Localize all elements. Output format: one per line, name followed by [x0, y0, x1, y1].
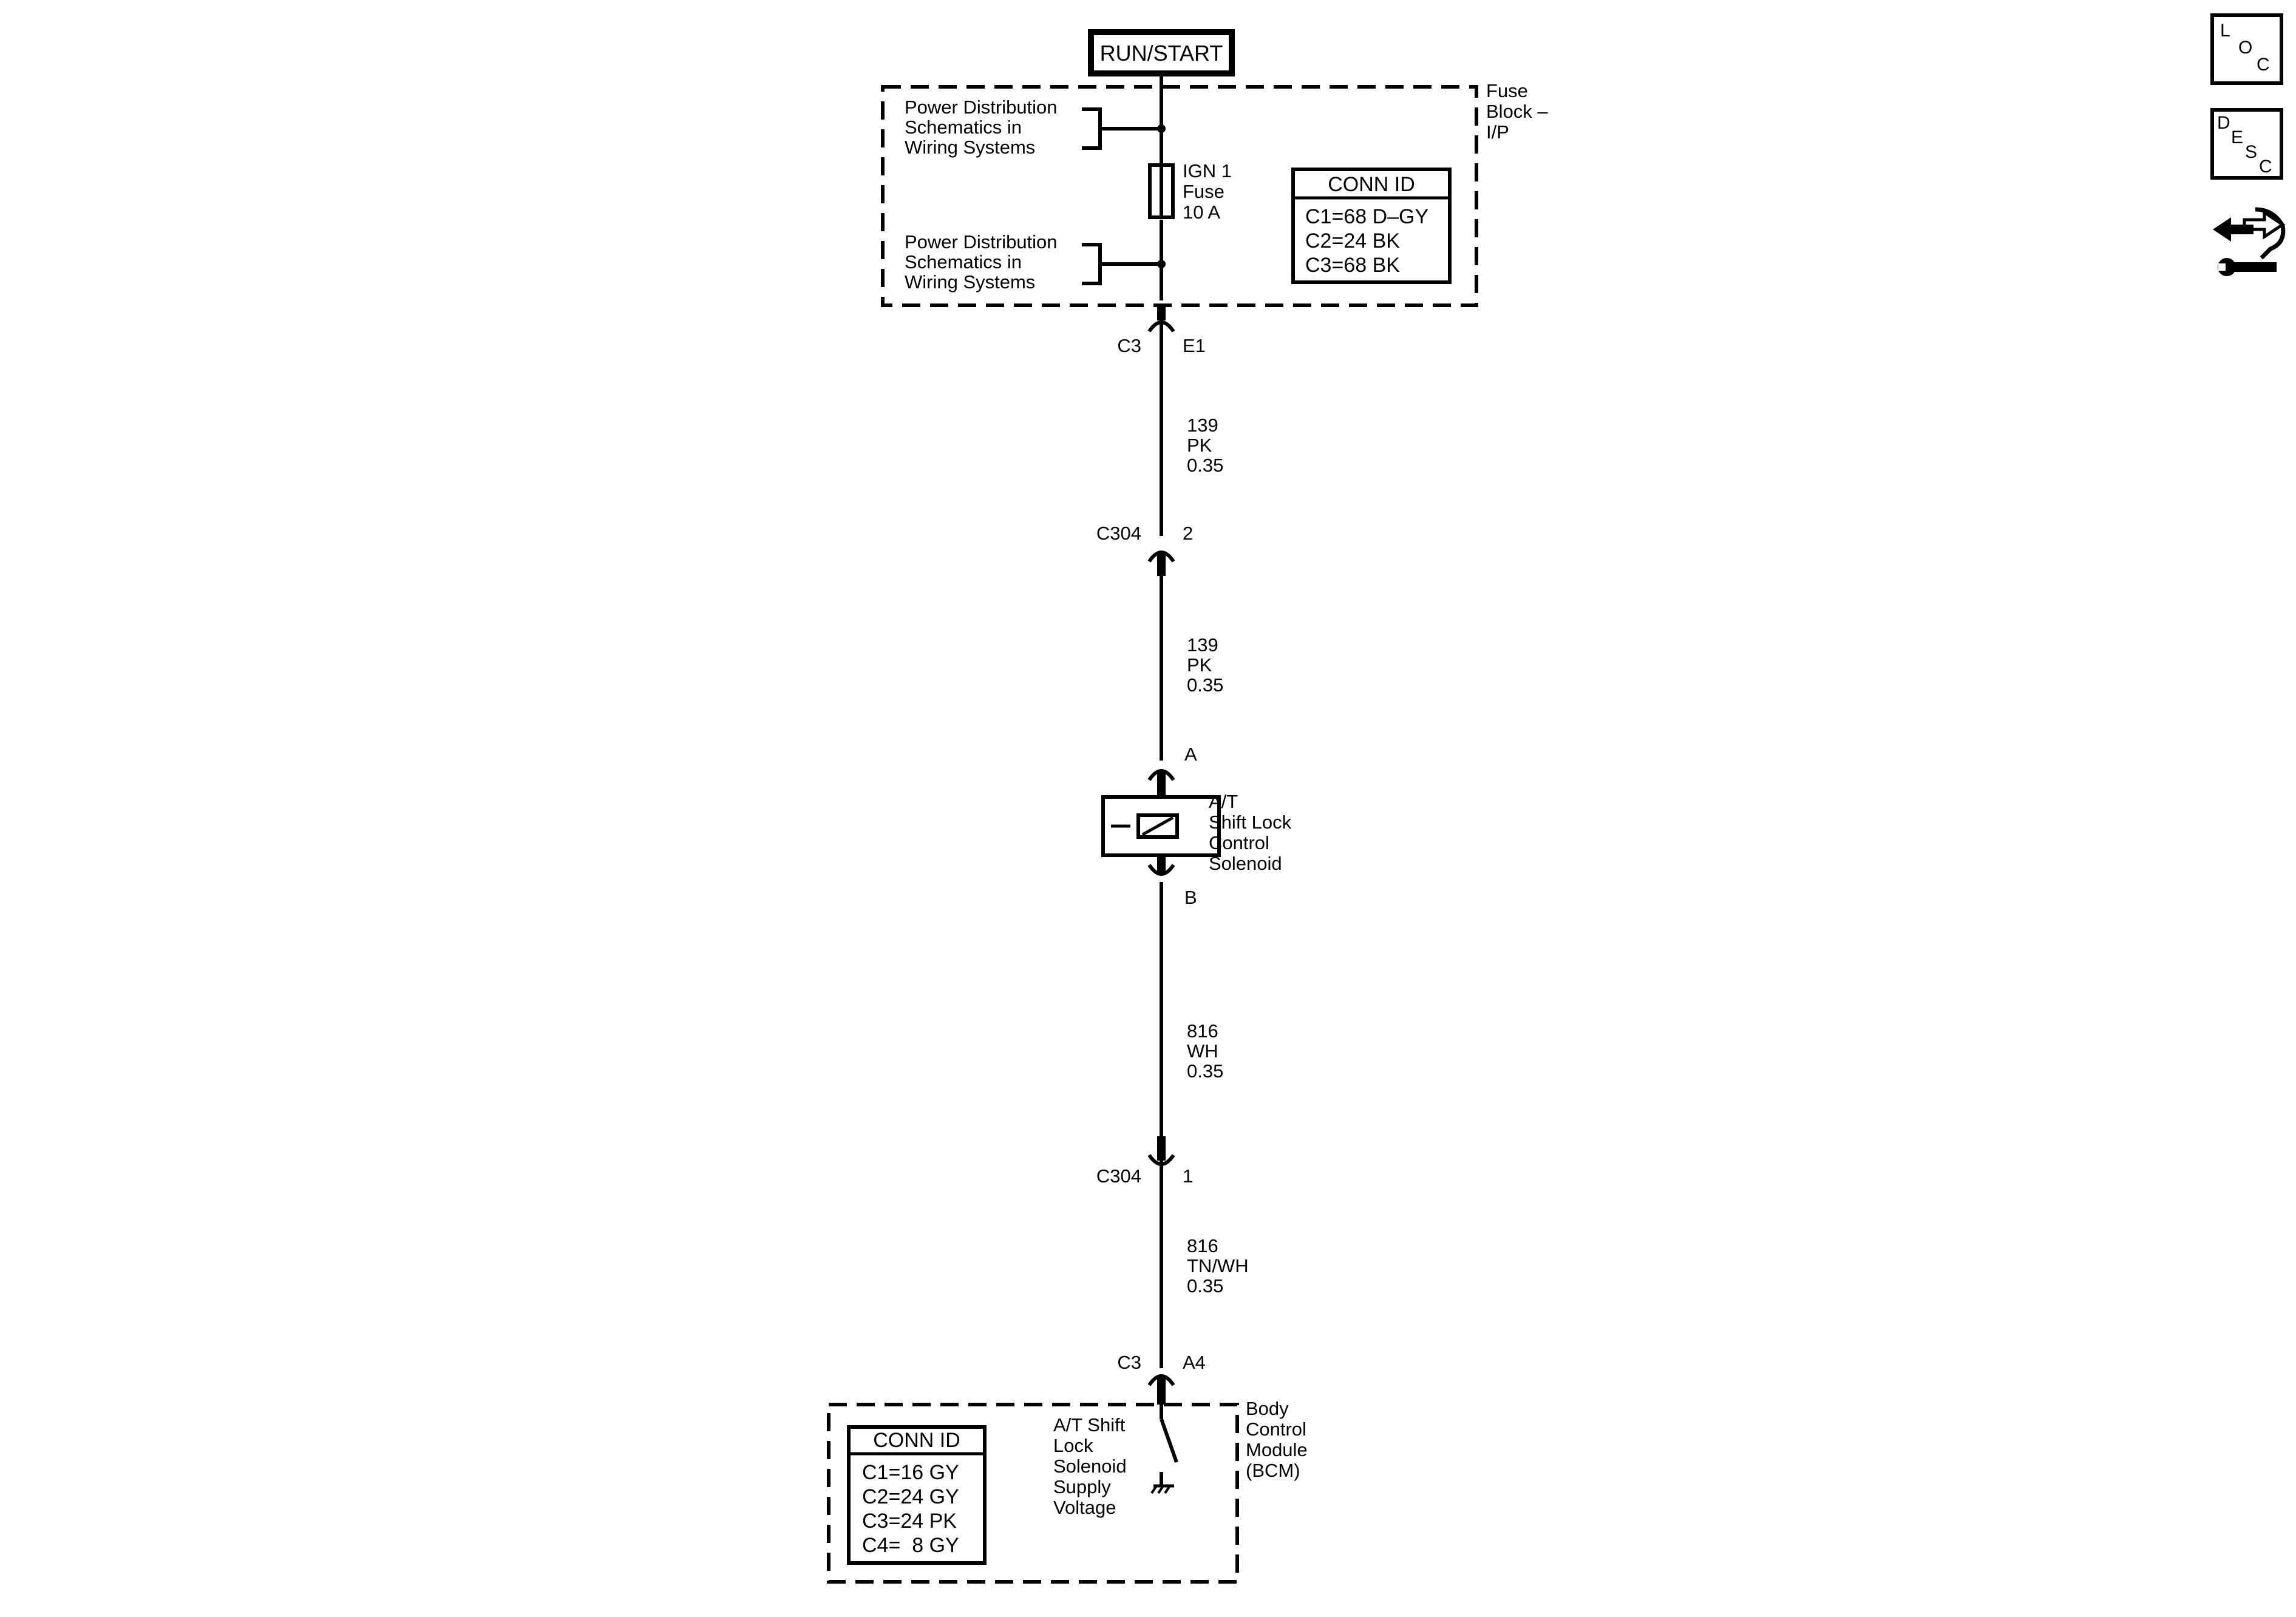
fuse-line-2: Fuse [1183, 181, 1224, 202]
run-start-label: RUN/START [1100, 41, 1223, 66]
wire-circuit: 139 [1187, 634, 1218, 656]
connector-pin: 2 [1183, 523, 1193, 544]
wire-circuit: 139 [1187, 415, 1218, 436]
connector-pin: A4 [1183, 1352, 1206, 1373]
wire-gauge: 0.35 [1187, 1060, 1223, 1082]
bcm-conn-id-row: C4= 8 GY [862, 1534, 959, 1557]
bcm-conn-id-header: CONN ID [873, 1429, 960, 1452]
desc-letter: E [2231, 127, 2243, 147]
connector-c3-e1: C3 E1 [1117, 305, 1206, 356]
bcm-title-3: Module [1246, 1439, 1308, 1460]
ref1-line-2: Schematics in [905, 117, 1022, 138]
wire-color: WH [1187, 1040, 1218, 1062]
fuse-block: Fuse Block – I/P Power Distribution Sche… [881, 80, 1548, 307]
solenoid-label-3: Control [1209, 832, 1269, 853]
desc-button[interactable]: D E S C [2210, 108, 2283, 180]
wire-color: PK [1187, 435, 1212, 456]
bcm-title-4: (BCM) [1246, 1460, 1300, 1481]
ign1-fuse: IGN 1 Fuse 10 A [1148, 160, 1232, 223]
connector-c3-a4: C3 A4 [1117, 1352, 1206, 1405]
ref2-line-3: Wiring Systems [905, 271, 1035, 293]
loc-button[interactable]: L O C [2210, 13, 2283, 85]
shift-lock-solenoid: A B A/T Shift Lock Control Solenoid [1101, 744, 1292, 908]
wire-gauge: 0.35 [1187, 455, 1223, 476]
wire-circuit: 816 [1187, 1235, 1218, 1256]
wire-color: PK [1187, 654, 1212, 676]
connector-name: C3 [1117, 1352, 1141, 1373]
loc-letter: L [2220, 21, 2230, 41]
fuse-line-1: IGN 1 [1183, 160, 1232, 181]
bcm-conn-id-row: C1=16 GY [862, 1461, 959, 1484]
bcm-input-label-4: Supply [1053, 1476, 1111, 1497]
connector-name: C304 [1096, 1165, 1141, 1187]
fuse-line-3: 10 A [1183, 202, 1220, 223]
wire-gauge: 0.35 [1187, 1275, 1223, 1297]
fuse-block-title-3: I/P [1486, 121, 1509, 143]
bcm-conn-id-row: C2=24 GY [862, 1485, 959, 1508]
bcm-input-label-3: Solenoid [1053, 1456, 1127, 1477]
body-control-module: Body Control Module (BCM) A/T Shift Lock… [827, 1398, 1308, 1584]
power-distribution-ref-2[interactable]: Power Distribution Schematics in Wiring … [905, 231, 1166, 293]
solenoid-pin-a: A [1184, 744, 1197, 765]
fuse-block-title-2: Block – [1486, 101, 1548, 122]
fuse-block-conn-id-header: CONN ID [1328, 173, 1415, 196]
bcm-input-label-1: A/T Shift [1053, 1414, 1126, 1436]
wire-gauge: 0.35 [1187, 674, 1223, 696]
bcm-conn-id-row: C3=24 PK [862, 1510, 957, 1533]
desc-letter: C [2259, 157, 2272, 177]
connector-c304-pin-2: C304 2 [1096, 523, 1193, 576]
desc-letter: D [2217, 113, 2230, 133]
fuse-block-title-1: Fuse [1486, 80, 1528, 101]
bcm-input-label-2: Lock [1053, 1435, 1093, 1456]
wrench-arrows-icon[interactable] [2213, 207, 2286, 276]
solenoid-label-1: A/T [1209, 791, 1238, 812]
connector-pin: E1 [1183, 335, 1206, 356]
ref2-line-2: Schematics in [905, 251, 1022, 273]
wire-label-2: 139 PK 0.35 [1187, 634, 1223, 696]
wire-circuit: 816 [1187, 1020, 1218, 1042]
connector-name: C3 [1117, 335, 1141, 356]
connector-name: C304 [1096, 523, 1141, 544]
bcm-title-2: Control [1246, 1419, 1306, 1440]
desc-letter: S [2245, 142, 2257, 162]
power-distribution-ref-1[interactable]: Power Distribution Schematics in Wiring … [905, 97, 1166, 158]
fuse-block-conn-id-table: CONN ID C1=68 D–GY C2=24 BK C3=68 BK [1291, 168, 1452, 284]
run-start-source: RUN/START [1088, 29, 1235, 76]
loc-letter: O [2238, 38, 2252, 58]
ref2-line-1: Power Distribution [905, 231, 1058, 253]
bcm-title-1: Body [1246, 1398, 1289, 1419]
ref1-line-1: Power Distribution [905, 97, 1058, 118]
bcm-input-label-5: Voltage [1053, 1497, 1116, 1518]
wire-label-1: 139 PK 0.35 [1187, 415, 1223, 476]
wire-label-4: 816 TN/WH 0.35 [1187, 1235, 1249, 1297]
bcm-supply-switch [1150, 1405, 1178, 1494]
connector-pin: 1 [1183, 1165, 1193, 1187]
solenoid-pin-b: B [1184, 887, 1197, 908]
ref1-line-3: Wiring Systems [905, 137, 1035, 158]
loc-letter: C [2257, 55, 2270, 75]
wire-label-3: 816 WH 0.35 [1187, 1020, 1223, 1082]
fuse-block-conn-id-row: C3=68 BK [1305, 254, 1400, 277]
connector-c304-pin-1: C304 1 [1096, 1136, 1193, 1187]
solenoid-label-4: Solenoid [1209, 853, 1282, 874]
bcm-conn-id-table: CONN ID C1=16 GY C2=24 GY C3=24 PK C4= 8… [847, 1425, 987, 1565]
wire-color: TN/WH [1187, 1255, 1249, 1276]
solenoid-label-2: Shift Lock [1209, 812, 1292, 833]
fuse-block-conn-id-row: C2=24 BK [1305, 229, 1400, 253]
fuse-block-conn-id-row: C1=68 D–GY [1305, 205, 1428, 228]
